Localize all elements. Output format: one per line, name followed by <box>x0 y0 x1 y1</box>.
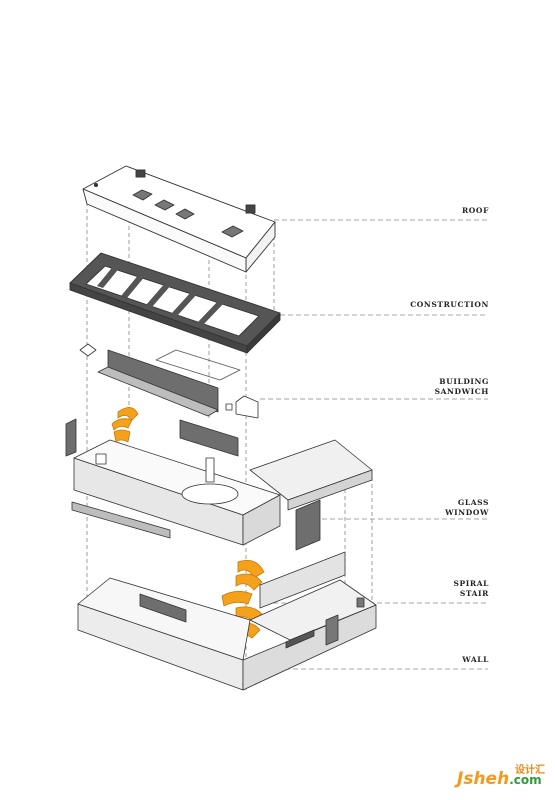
glass-panel <box>65 418 77 457</box>
label-spiral-stair: SPIRAL STAIR <box>453 579 489 598</box>
watermark-suffix: .com <box>509 773 542 787</box>
label-roof: ROOF <box>461 206 489 215</box>
spiral-stair-upper <box>111 407 139 443</box>
label-wall: WALL <box>462 655 489 664</box>
label-glass-window: GLASS WINDOW <box>445 498 489 517</box>
watermark-main: Jsheh <box>457 769 510 789</box>
roof-chimney <box>135 169 146 178</box>
construction-layer <box>69 252 281 354</box>
roof-skylight <box>154 199 175 211</box>
glass-panel <box>295 499 321 551</box>
glass-window-layer <box>65 418 373 551</box>
building-sandwich-layer <box>79 343 259 419</box>
watermark-cn: 设计汇 <box>515 765 545 776</box>
label-building-sandwich: BUILDING SANDWICH <box>434 377 489 396</box>
roof-skylight <box>132 189 153 201</box>
label-construction: CONSTRUCTION <box>410 300 489 309</box>
roof-chimney <box>245 204 256 214</box>
watermark-logo: Jsheh.com 设计汇 <box>457 765 545 789</box>
leader-lines <box>245 219 488 670</box>
roof-skylight <box>175 208 195 220</box>
roof-layer <box>82 165 276 273</box>
roof-skylight <box>221 225 244 238</box>
wall-layer <box>77 551 377 691</box>
